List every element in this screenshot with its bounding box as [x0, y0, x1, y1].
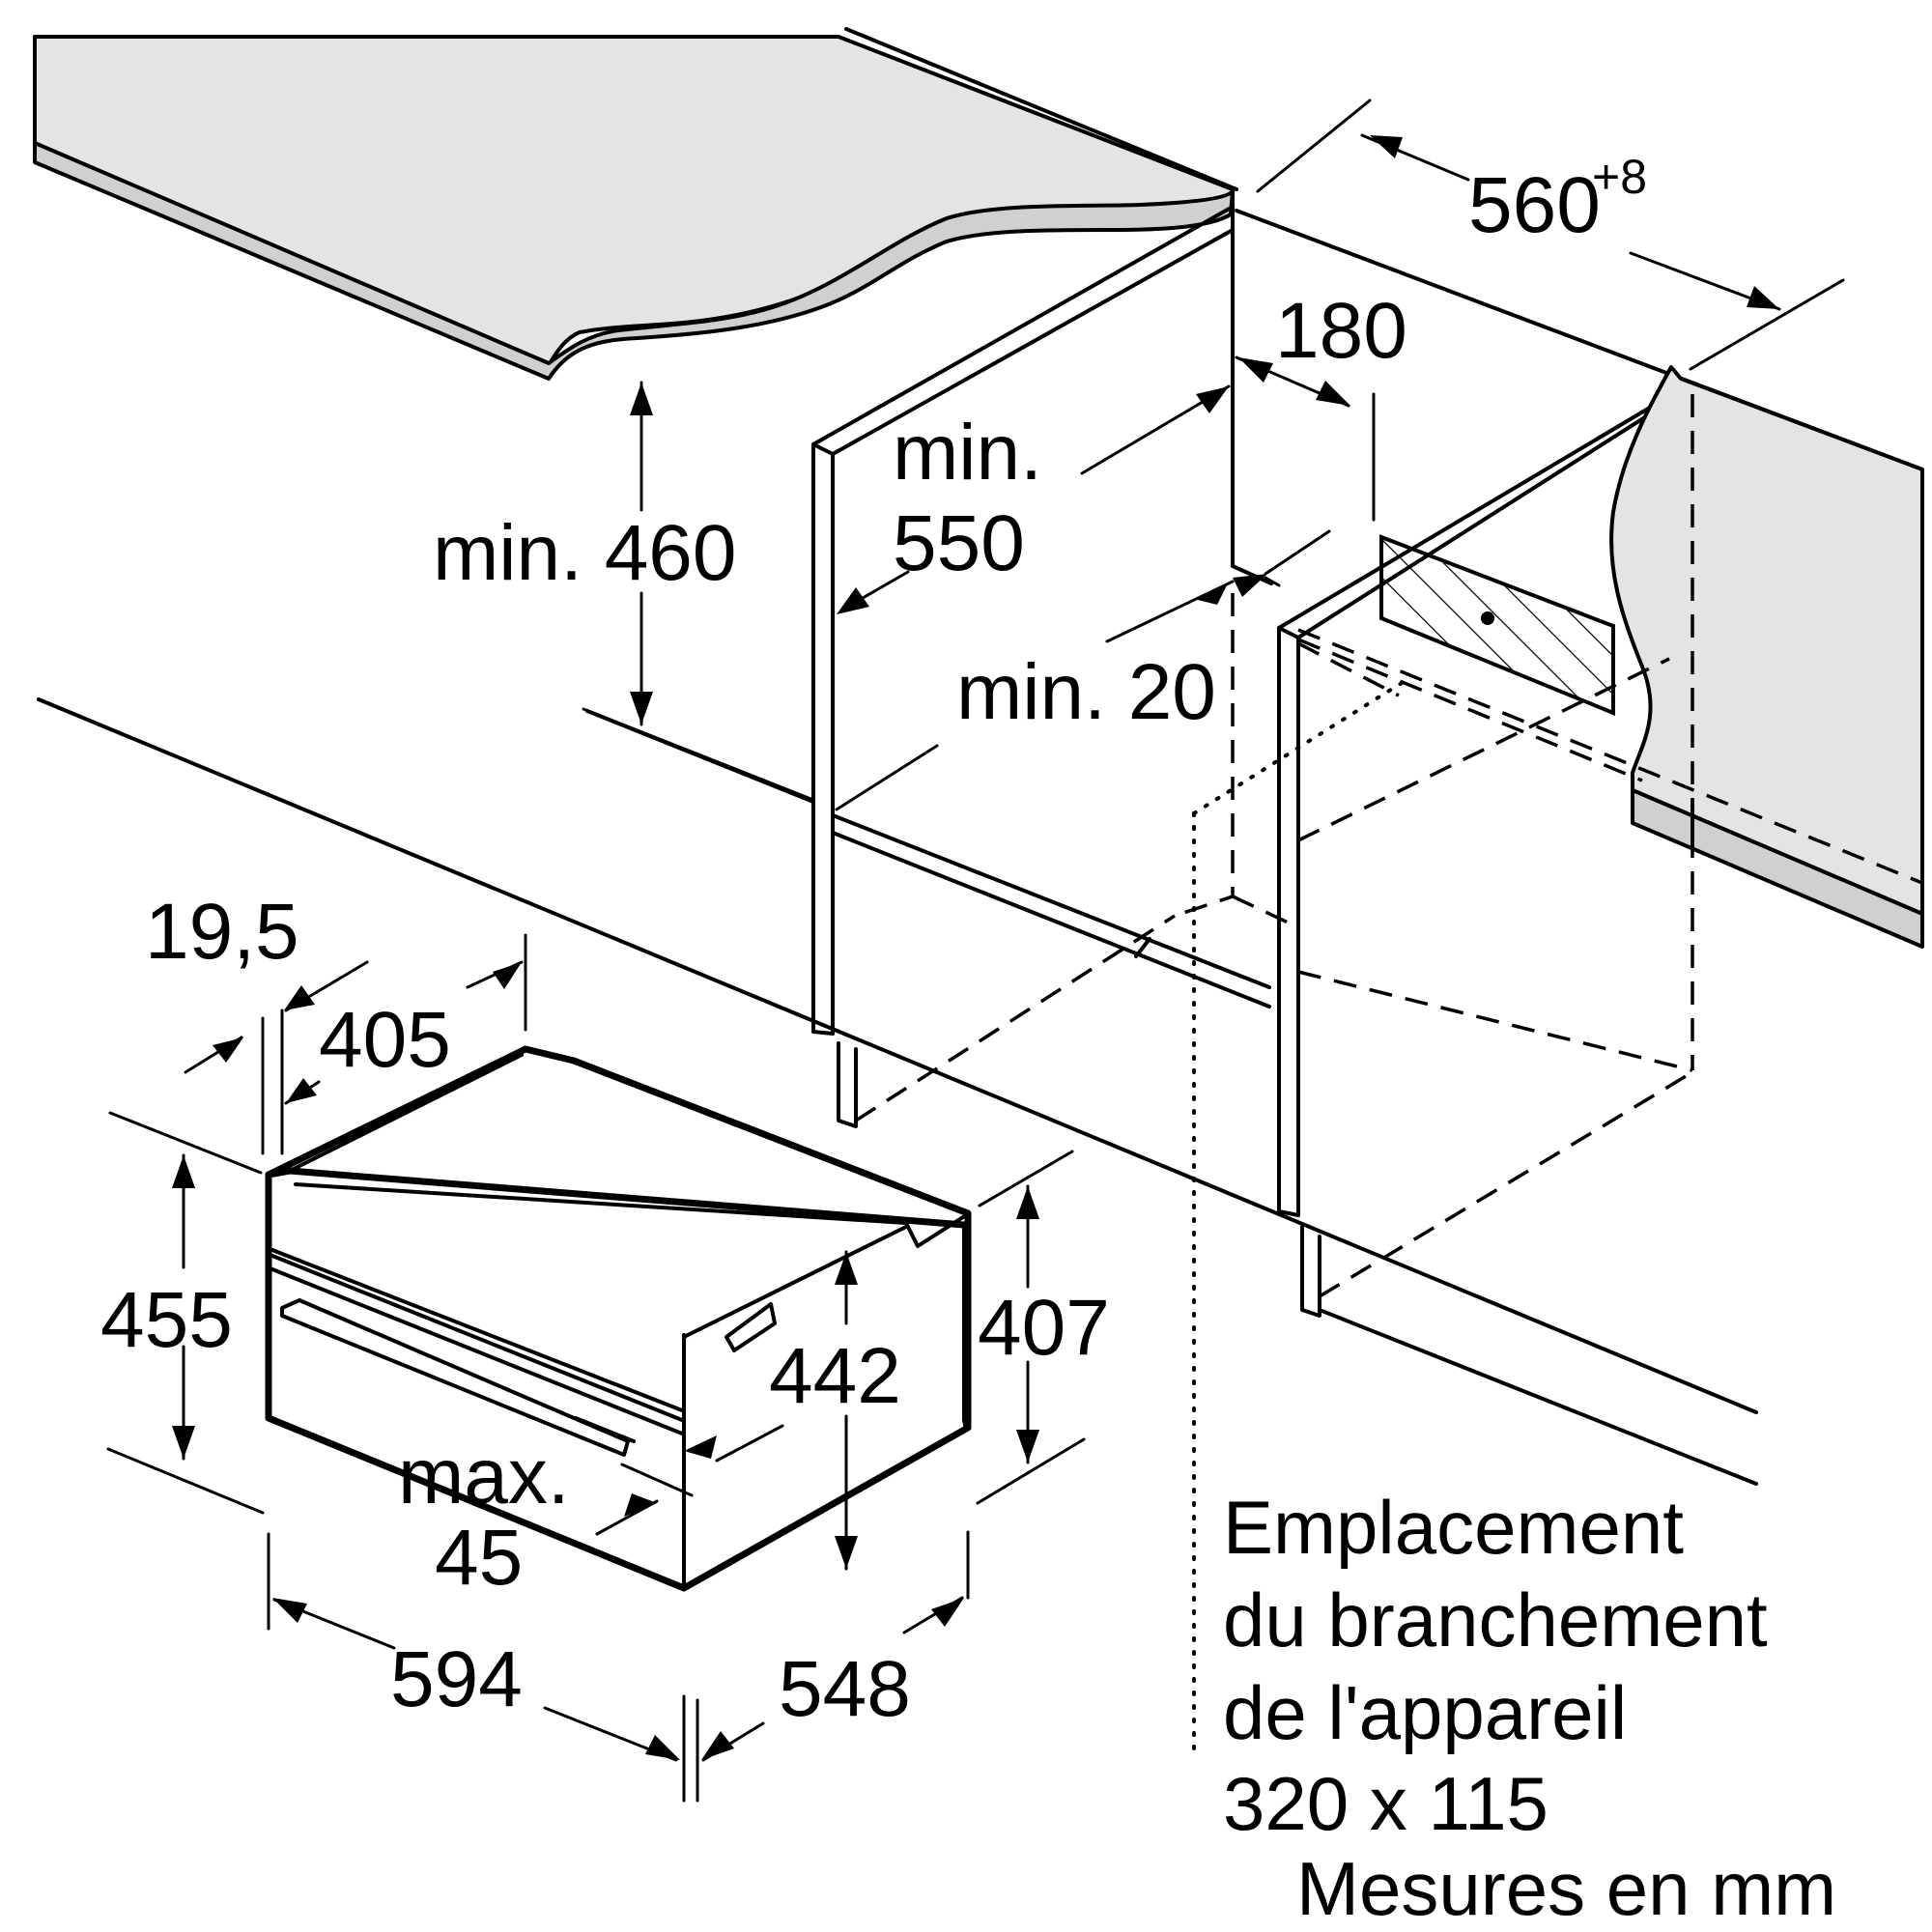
label-min-20: min. 20 — [956, 648, 1216, 736]
label-407: 407 — [978, 1284, 1110, 1372]
cabinet-left-panel — [811, 205, 1235, 1128]
label-max-line2: 45 — [435, 1514, 523, 1602]
connection-note-line3: de l'appareil — [1223, 1670, 1627, 1755]
label-442: 442 — [769, 1332, 901, 1420]
connection-note-line1: Emplacement — [1223, 1485, 1684, 1570]
label-548: 548 — [779, 1645, 911, 1733]
oven-appliance — [265, 1045, 972, 1592]
units-note: Mesures en mm — [1296, 1846, 1836, 1931]
label-560: 560 — [1468, 161, 1601, 249]
wall-edge-top — [844, 27, 1238, 191]
dimension-lines — [106, 99, 1845, 1803]
label-405: 405 — [319, 996, 451, 1084]
connection-note: Emplacement du branchement de l'appareil… — [1223, 1485, 1768, 1846]
connection-note-line4: 320 x 115 — [1223, 1761, 1548, 1846]
label-min-460: min. 460 — [433, 509, 737, 597]
dimension-arrowheads — [172, 135, 1779, 1760]
label-455: 455 — [100, 1276, 233, 1364]
dimension-labels: 560 +8 180 min. 550 min. 460 min. 20 19,… — [100, 150, 1647, 1733]
label-max-line1: max. — [398, 1433, 570, 1520]
connection-dotted-line — [1192, 678, 1408, 1752]
socket-box — [1379, 534, 1615, 716]
label-560-tolerance: +8 — [1592, 150, 1647, 204]
label-min-550-line2: 550 — [893, 499, 1025, 587]
label-180: 180 — [1275, 287, 1407, 375]
countertop — [33, 35, 1235, 381]
wall-cut-right — [1609, 365, 1924, 1070]
label-594: 594 — [390, 1635, 523, 1723]
cabinet-right-panel — [1231, 381, 1671, 1318]
connection-note-line2: du branchement — [1223, 1577, 1768, 1662]
label-19-5: 19,5 — [145, 888, 299, 976]
cabinet-shelf — [831, 813, 1271, 1009]
label-min-550-line1: min. — [893, 409, 1042, 497]
